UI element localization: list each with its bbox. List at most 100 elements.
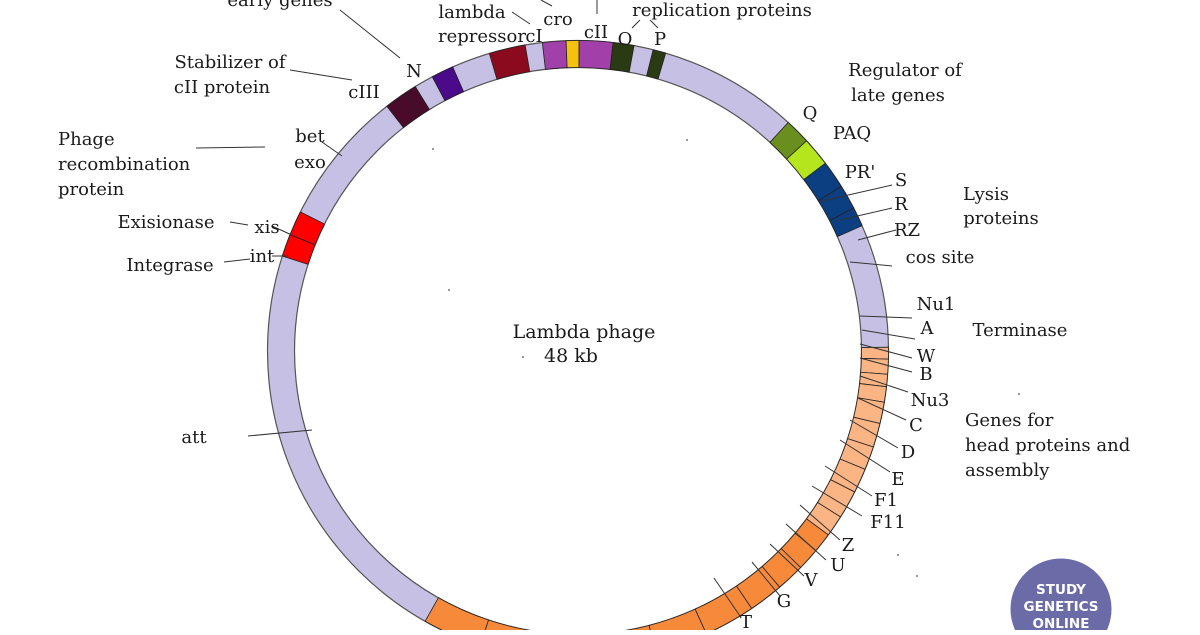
leader-replication-p: [649, 19, 659, 29]
gene-label-p: P: [654, 29, 666, 50]
gene-label-q: Q: [803, 103, 818, 124]
leader-u: [785, 523, 827, 561]
label-stabilizer-2: cII protein: [174, 77, 271, 98]
leader-r: [839, 207, 893, 221]
leader-replication-o: [631, 19, 641, 29]
label-lysis-2: proteins: [963, 208, 1038, 229]
description-labels: early genes lambda repressor replication…: [58, 0, 1130, 481]
leader-v: [769, 543, 805, 577]
gene-label-paq: PAQ: [833, 123, 871, 144]
leader-stabilizer: [289, 69, 353, 81]
leader-att: [247, 429, 313, 437]
gene-label-s: S: [895, 170, 907, 191]
gene-label-u: U: [830, 555, 845, 576]
leader-c: [857, 397, 907, 421]
gene-label-n: N: [406, 61, 422, 82]
gene-segment-k: [483, 619, 541, 635]
gene-label-ciii: cIII: [348, 82, 379, 103]
gene-label-c: C: [909, 415, 923, 436]
label-att: att: [181, 427, 207, 448]
leader-nu1: [859, 315, 913, 319]
label-pr-prime: PR': [845, 162, 876, 183]
label-head-2: head proteins and: [965, 435, 1130, 456]
center-title: Lambda phage: [513, 321, 656, 343]
gene-label-v: V: [804, 570, 819, 591]
gene-segment-i: [424, 597, 490, 635]
gene-segment-nu1: [860, 346, 889, 360]
gene-label-nu1: Nu1: [917, 294, 956, 315]
leader-f11: [811, 485, 863, 517]
leader-lines: [195, 0, 916, 617]
badge-circle: [1007, 555, 1115, 635]
label-recomb-3: protein: [58, 179, 125, 200]
label-cos-site: cos site: [906, 247, 975, 268]
speck: [432, 148, 434, 150]
leader-w: [859, 343, 913, 359]
gene-segment-ciii: [431, 66, 465, 102]
leader-integrase: [223, 258, 251, 263]
gene-segment-cro: [565, 40, 580, 69]
gene-segment-a: [860, 358, 889, 375]
label-recomb-2: recombination: [58, 154, 191, 175]
gene-segment-bet: [404, 85, 431, 116]
leader-bet: [321, 141, 343, 157]
center-size: 48 kb: [544, 345, 598, 367]
gene-label-f1: F1: [874, 490, 898, 511]
leader-z: [799, 504, 841, 541]
label-integrase: Integrase: [126, 255, 213, 276]
leader-rz: [857, 229, 897, 241]
leader-cro: [540, 0, 553, 7]
gene-label-cii: cII: [584, 22, 608, 43]
speck: [897, 554, 899, 556]
gene-segment-o: [609, 42, 635, 73]
speck: [522, 356, 524, 358]
leader-f1: [824, 465, 873, 497]
gene-segments: [281, 40, 889, 635]
speck: [1018, 393, 1020, 395]
gene-segment-xis: [289, 211, 326, 246]
label-early-genes: early genes: [227, 0, 332, 11]
label-stabilizer-1: Stabilizer of: [174, 52, 286, 73]
label-lysis-1: Lysis: [963, 184, 1009, 205]
label-head-3: assembly: [965, 460, 1050, 481]
label-head-1: Genes for: [965, 410, 1054, 431]
gene-label-ci: cI: [525, 26, 542, 47]
label-terminase: Terminase: [973, 320, 1068, 341]
gene-segment-n: [488, 44, 531, 80]
gene-segment-ci: [541, 40, 568, 70]
gene-label-exo: exo: [294, 152, 326, 173]
gene-segment-m: [594, 624, 652, 635]
badge-line-2: GENETICS: [1024, 599, 1099, 615]
gene-segment-cii: [578, 40, 614, 70]
leader-early-genes: [339, 9, 401, 59]
study-genetics-badge: STUDY GENETICS ONLINE: [1007, 555, 1115, 635]
gene-label-z: Z: [842, 535, 855, 556]
leader-exisionase: [229, 221, 249, 226]
gene-segment-rz: [829, 207, 863, 238]
gene-label-f11: F11: [870, 512, 905, 533]
gene-label-w: W: [917, 346, 936, 367]
label-repressor: repressor: [438, 26, 526, 47]
gene-label-xis: xis: [254, 217, 279, 238]
gene-label-d: D: [901, 442, 915, 463]
leader-a: [861, 329, 916, 340]
label-lambda: lambda: [438, 2, 506, 23]
label-regulator-2: late genes: [851, 85, 945, 106]
leader-e: [839, 439, 891, 473]
speck: [448, 289, 450, 291]
label-recomb-1: Phage: [58, 129, 115, 150]
label-exisionase: Exisionase: [117, 212, 214, 233]
gene-label-t: T: [740, 612, 752, 630]
gene-label-o: O: [618, 29, 633, 50]
leader-lambda: [511, 11, 531, 25]
leader-b: [859, 357, 913, 373]
leader-cos-site: [849, 261, 893, 267]
gene-segment-p: [646, 49, 667, 80]
gene-label-nu3: Nu3: [911, 390, 950, 411]
gene-label-b: B: [919, 364, 932, 385]
leader-t: [713, 577, 741, 617]
gene-label-rz: RZ: [894, 220, 920, 241]
leader-nu3: [859, 375, 909, 393]
